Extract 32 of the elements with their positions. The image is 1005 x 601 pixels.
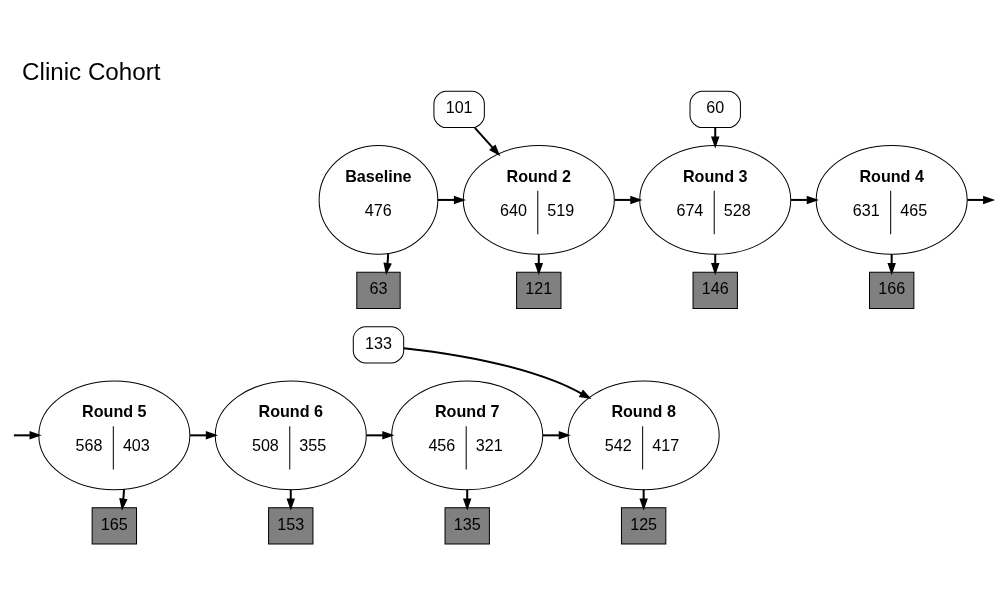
arrow [886, 254, 896, 276]
node-box: 125 [620, 507, 666, 545]
arrow [542, 431, 571, 440]
arrow [382, 253, 392, 276]
arrow [534, 254, 543, 276]
arrow [710, 254, 719, 276]
node-box: 121 [515, 271, 561, 310]
arrow [118, 489, 128, 511]
node-ellipse: Round 8 542 417 [567, 380, 720, 491]
arrow [473, 127, 500, 157]
node-ellipse: Round 6 508 355 [214, 380, 367, 491]
node-box: 60 [689, 90, 741, 129]
node-box: 133 [352, 326, 404, 364]
arrow [403, 347, 591, 399]
arrow [13, 431, 42, 440]
node-ellipse: Round 7 456 321 [390, 380, 543, 491]
node-ellipse: Round 3 674 528 [638, 145, 791, 255]
node-box: 153 [267, 507, 313, 545]
node-box: 146 [692, 271, 738, 310]
arrow [189, 431, 218, 440]
node-ellipse: Round 4 631 465 [815, 145, 968, 255]
node-box: 63 [355, 271, 401, 310]
node-circle: Baseline 476 [318, 145, 438, 255]
arrow [437, 195, 466, 205]
node-box: 166 [868, 271, 914, 310]
node-box: 135 [444, 507, 490, 545]
arrow [966, 195, 995, 205]
node-ellipse: Round 5 568 403 [37, 380, 190, 491]
node-box: 101 [432, 90, 485, 129]
node-box: 165 [91, 507, 137, 545]
diagram-title: Clinic Cohort [21, 58, 161, 86]
arrow [790, 195, 819, 205]
